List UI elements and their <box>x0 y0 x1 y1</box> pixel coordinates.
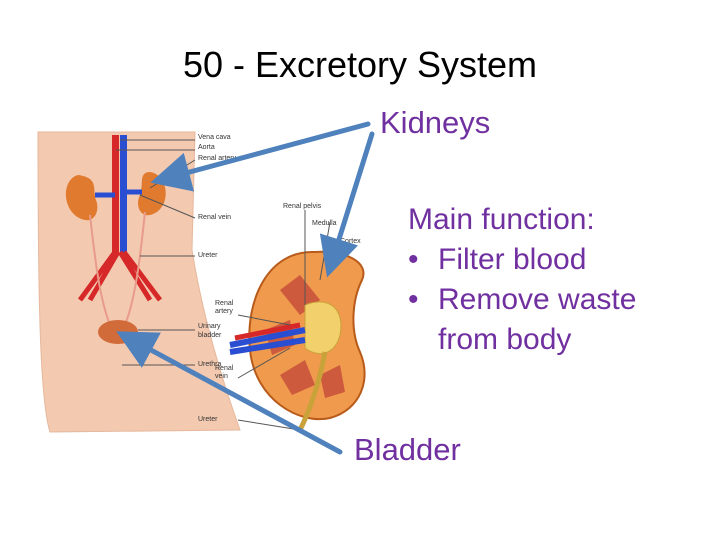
body-label-urinary-bladder-2: bladder <box>198 332 222 339</box>
kidney-label-medulla: Medulla <box>312 220 337 227</box>
arrow-to-body-kidney <box>150 121 371 192</box>
function-list: • Filter blood • Remove waste from body <box>408 240 636 360</box>
function-item-continuation: from body <box>408 320 636 360</box>
kidney-label-ureter: Ureter <box>198 416 218 423</box>
body-label-aorta: Aorta <box>198 144 215 151</box>
function-item-text: from body <box>438 323 572 356</box>
kidney-vessels <box>229 327 306 355</box>
bladder-label: Bladder <box>354 432 461 467</box>
arrow-to-bladder <box>116 331 343 455</box>
kidney-label-renal-artery-1: Renal <box>215 300 234 307</box>
function-item: • Filter blood <box>408 240 636 280</box>
aorta-shape <box>112 135 119 255</box>
renal-vessels <box>95 189 142 198</box>
left-kidney-shape <box>65 175 98 221</box>
body-label-urinary-bladder-1: Urinary <box>198 323 221 330</box>
function-item-text: Remove waste <box>438 283 637 316</box>
body-label-renal-vein: Renal vein <box>198 214 231 221</box>
function-heading: Main function: <box>408 203 595 236</box>
body-label-ureter: Ureter <box>198 252 218 259</box>
arrow-to-kidney-section <box>319 131 375 278</box>
bullet-glyph: • <box>408 283 419 316</box>
kidney-label-renal-pelvis: Renal pelvis <box>283 203 322 210</box>
body-label-renal-artery: Renal artery <box>198 155 237 162</box>
bullet-glyph: • <box>408 243 419 276</box>
function-item-text: Filter blood <box>438 243 587 276</box>
renal-pelvis-shape <box>304 301 342 355</box>
ureters <box>89 211 146 326</box>
kidneys-label: Kidneys <box>380 105 491 140</box>
body-label-urethra: Urethra <box>198 361 221 368</box>
function-box: Main function: • Filter blood • Remove w… <box>408 200 636 360</box>
function-item: • Remove waste <box>408 280 636 320</box>
kidney-label-renal-artery-2: artery <box>215 308 233 315</box>
kidney-ureter <box>297 351 328 432</box>
kidney-label-renal-vein-1: Renal <box>215 365 234 372</box>
kidney-artery <box>234 322 301 341</box>
slide-title: 50 - Excretory System <box>182 44 538 85</box>
body-label-vena-cava: Vena cava <box>198 134 231 141</box>
vena-cava-shape <box>120 135 127 255</box>
kidney-label-cortex: Cortex <box>340 238 361 245</box>
pointer-arrows <box>116 121 375 455</box>
kidney-label-renal-vein-2: vein <box>215 373 228 380</box>
